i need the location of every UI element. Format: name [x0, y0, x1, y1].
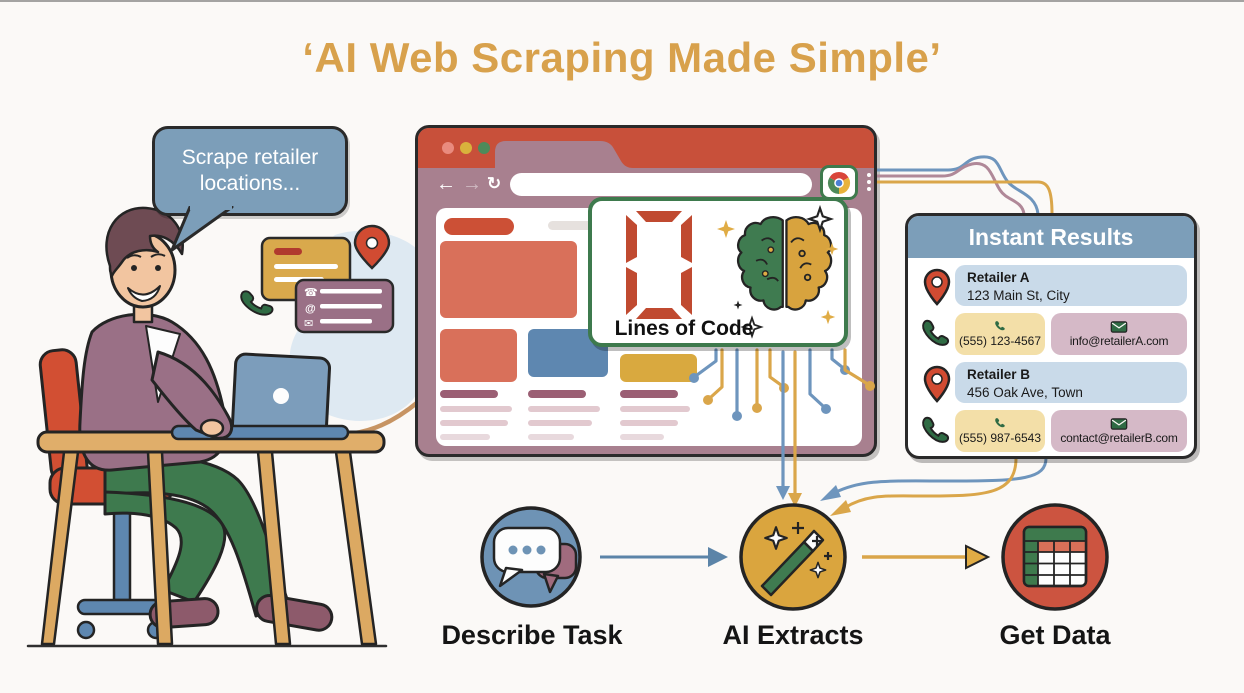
text-line [528, 434, 574, 440]
hero-image-block [440, 241, 577, 318]
retailer-phone: (555) 123-4567 [958, 334, 1042, 348]
envelope-glyph-icon: ✉ [304, 318, 313, 330]
email-envelope-icon [1110, 320, 1128, 333]
traffic-light-yellow-icon [460, 142, 472, 154]
retailer-name: Retailer A [967, 270, 1030, 285]
text-line [620, 420, 678, 426]
brain-icon [736, 216, 833, 311]
text-line [620, 434, 664, 440]
flow-label-describe-task: Describe Task [441, 620, 623, 650]
arm-and-hand [150, 350, 233, 440]
text-line [528, 420, 592, 426]
results-to-ai-arrows [820, 457, 1048, 516]
chat-bubbles-icon [492, 526, 578, 594]
retailer-address: 123 Main St, City [967, 288, 1070, 304]
page-heading-block [444, 218, 514, 235]
speech-bubble-tail [170, 206, 234, 252]
magic-wand-icon [760, 522, 832, 597]
page-small-block [548, 221, 594, 230]
browser-toolbar: ← → ↻ [418, 168, 874, 204]
retailer-name: Retailer B [967, 367, 1031, 382]
retailer-address: 456 Oak Ave, Town [967, 385, 1083, 401]
caption-pill [440, 390, 498, 398]
back-arrow-icon: ← [436, 173, 456, 195]
traffic-light-green-icon [478, 142, 490, 154]
card-block-red [440, 329, 517, 382]
flow-arrow-blue [600, 547, 728, 567]
floating-contact-card: ☎ @ ✉ [294, 278, 395, 334]
text-line [440, 420, 508, 426]
speech-text: Scrape retailer locations... [181, 146, 319, 195]
data-table-icon [1022, 525, 1088, 588]
lines-count: 0 [622, 211, 678, 326]
text-line [528, 406, 600, 412]
chrome-logo-icon [820, 165, 858, 200]
retailer-email: info@retailerA.com [1069, 333, 1169, 348]
reload-icon: ↻ [487, 174, 502, 193]
text-line [620, 406, 690, 412]
retailer-phone: (555) 987-6543 [958, 431, 1042, 445]
lines-of-code-label: Lines of Code [614, 317, 754, 340]
lines-of-code-card: 0 Lines of Code [588, 197, 848, 347]
text-line [440, 434, 490, 440]
caption-pill [620, 390, 678, 398]
phone-glyph-icon [994, 321, 1005, 331]
person-at-desk-illustration: ☎ @ ✉ [26, 206, 420, 648]
caption-pill [528, 390, 586, 398]
seven-segment-zero [626, 211, 692, 319]
top-edge-line [0, 0, 1244, 2]
ai-extracts-circle [739, 503, 847, 611]
browser-header [418, 128, 874, 168]
phone-handset-icon [922, 416, 950, 443]
kebab-menu-icon [867, 173, 871, 191]
traffic-light-red-icon [442, 142, 454, 154]
retailer-b-email-box: contact@retailerB.com [1051, 410, 1187, 452]
describe-task-circle [480, 506, 582, 608]
flow-arrow-yellow [862, 544, 991, 570]
browser-to-results-lines [877, 155, 1054, 215]
card-block-yellow [620, 354, 697, 382]
get-data-circle [1001, 503, 1109, 611]
instant-results-panel: Instant Results Retailer A 123 Main St, … [905, 213, 1197, 459]
location-pin-icon [923, 365, 951, 403]
results-header: Instant Results [908, 216, 1194, 258]
speech-bubble: Scrape retailer locations... [152, 126, 348, 216]
text-line [440, 406, 512, 412]
phone-glyph-icon: ☎ [304, 287, 318, 299]
retailer-a-email-box: info@retailerA.com [1051, 313, 1187, 355]
flow-label-get-data: Get Data [999, 620, 1111, 650]
retailer-b-phone-box: (555) 987-6543 [955, 410, 1045, 452]
at-glyph-icon: @ [305, 303, 316, 315]
phone-glyph-icon [994, 418, 1005, 428]
email-envelope-icon [1110, 417, 1128, 430]
url-bar [510, 173, 812, 196]
retailer-email: contact@retailerB.com [1060, 430, 1178, 445]
flow-label-ai-extracts: AI Extracts [722, 620, 864, 650]
retailer-a-phone-box: (555) 123-4567 [955, 313, 1045, 355]
forward-arrow-icon: → [462, 173, 482, 195]
retailer-a-address-box: Retailer A 123 Main St, City [955, 265, 1187, 306]
page-title: ‘AI Web Scraping Made Simple’ [302, 34, 942, 81]
location-pin-icon [923, 268, 951, 306]
browser-tab [495, 141, 633, 168]
location-pin-icon [353, 224, 391, 270]
phone-handset-icon [922, 319, 950, 346]
retailer-b-address-box: Retailer B 456 Oak Ave, Town [955, 362, 1187, 403]
